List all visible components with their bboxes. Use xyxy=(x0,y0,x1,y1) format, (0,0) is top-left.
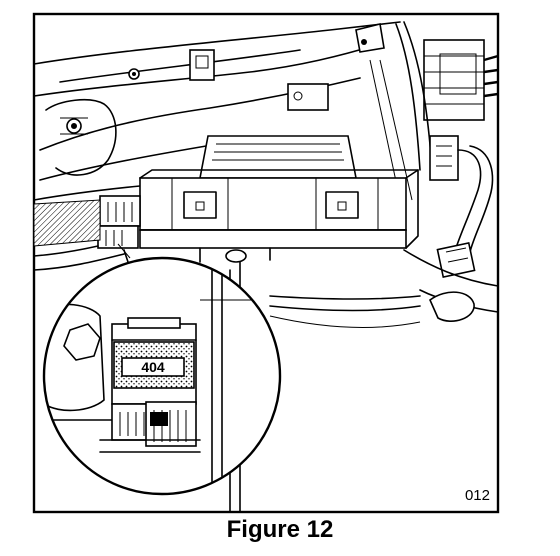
fuse-label: 404 xyxy=(141,359,165,375)
figure-code: 012 xyxy=(465,487,490,504)
fuse-box xyxy=(139,177,407,231)
component-drawing xyxy=(34,21,498,512)
detail-inset: 404 xyxy=(42,256,282,496)
figure-caption: Figure 12 xyxy=(226,516,334,543)
